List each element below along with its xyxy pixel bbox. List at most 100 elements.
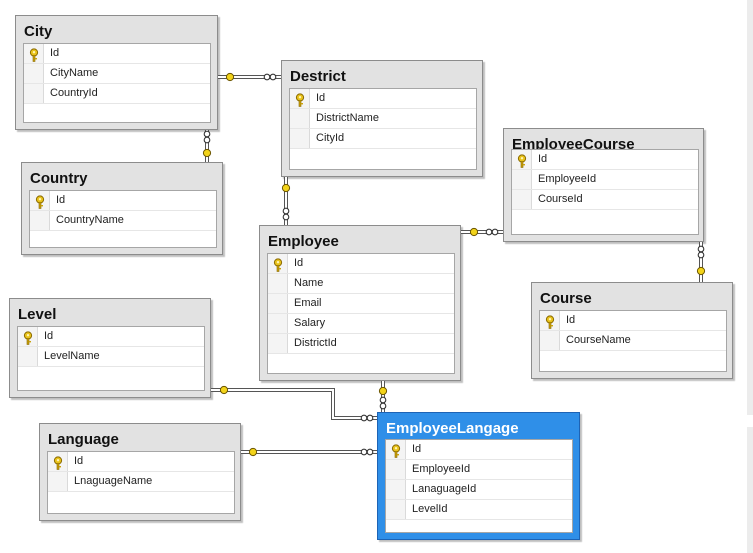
primary-key-icon <box>516 153 528 168</box>
column-row[interactable]: LevelName <box>18 347 204 367</box>
primary-key-icon <box>272 257 284 272</box>
table-title: Level <box>18 306 57 323</box>
row-selector[interactable] <box>18 347 38 366</box>
column-name: Salary <box>294 317 326 329</box>
column-row[interactable]: Id <box>24 44 210 64</box>
column-row[interactable]: CourseName <box>540 331 726 351</box>
primary-key-icon <box>390 443 402 458</box>
column-name: Id <box>44 330 54 342</box>
row-selector[interactable] <box>268 314 288 333</box>
column-row[interactable]: Email <box>268 294 454 314</box>
column-row[interactable]: CountryId <box>24 84 210 104</box>
column-name: CountryId <box>50 87 98 99</box>
column-row[interactable]: Id <box>18 327 204 347</box>
column-row[interactable]: LnaguageName <box>48 472 234 492</box>
row-selector[interactable] <box>268 294 288 313</box>
column-name: LevelId <box>412 503 448 515</box>
table-title: EmployeeLangage <box>386 420 519 437</box>
column-row[interactable]: Id <box>48 452 234 472</box>
column-row[interactable]: Id <box>512 150 698 170</box>
one-end-key-icon <box>202 148 212 158</box>
row-selector[interactable] <box>290 109 310 128</box>
row-selector[interactable] <box>512 170 532 189</box>
column-row[interactable]: CountryName <box>30 211 216 231</box>
one-end-key-icon <box>225 72 235 82</box>
relationship-employee-employeelangage[interactable] <box>378 381 388 412</box>
column-row[interactable]: Name <box>268 274 454 294</box>
row-selector[interactable] <box>386 460 406 479</box>
row-selector[interactable] <box>268 334 288 353</box>
column-row[interactable]: Id <box>268 254 454 274</box>
relationship-city-destrict[interactable] <box>218 72 281 82</box>
column-row[interactable]: LanaguageId <box>386 480 572 500</box>
column-row[interactable]: CourseId <box>512 190 698 210</box>
row-selector[interactable] <box>30 211 50 230</box>
one-end-key-icon <box>469 227 479 237</box>
column-row[interactable]: LevelId <box>386 500 572 520</box>
column-row[interactable]: EmployeeId <box>386 460 572 480</box>
column-row[interactable]: Id <box>290 89 476 109</box>
column-row[interactable]: Id <box>540 311 726 331</box>
relationship-country-city[interactable] <box>202 130 212 162</box>
scroll-edge-gap <box>747 415 753 427</box>
row-selector[interactable] <box>512 190 532 209</box>
primary-key-icon <box>22 330 34 345</box>
column-name: Email <box>294 297 322 309</box>
relationship-destrict-employee[interactable] <box>281 177 291 225</box>
column-row[interactable]: CityId <box>290 129 476 149</box>
table-title: Language <box>48 431 119 448</box>
row-selector[interactable] <box>290 129 310 148</box>
table-title: Country <box>30 170 88 187</box>
table-title: Employee <box>268 233 339 250</box>
column-row[interactable]: DistrictId <box>268 334 454 354</box>
column-row[interactable]: DistrictName <box>290 109 476 129</box>
many-end-infinity-icon <box>485 228 499 236</box>
column-name: Id <box>50 47 60 59</box>
row-selector[interactable] <box>540 331 560 350</box>
primary-key-icon <box>28 47 40 62</box>
column-row[interactable]: Id <box>386 440 572 460</box>
scroll-edge <box>747 0 753 553</box>
table-title: Destrict <box>290 68 346 85</box>
column-name: EmployeeId <box>412 463 471 475</box>
column-name: Id <box>56 194 66 206</box>
relationship-employee-employeecourse[interactable] <box>461 227 503 237</box>
many-end-infinity-icon <box>360 414 374 422</box>
column-row[interactable]: CityName <box>24 64 210 84</box>
primary-key-icon <box>52 455 64 470</box>
relationship-language-employeelangage[interactable] <box>241 447 377 457</box>
column-row[interactable]: Id <box>30 191 216 211</box>
row-selector[interactable] <box>48 472 68 491</box>
row-selector[interactable] <box>24 64 44 83</box>
column-name: CityId <box>316 132 345 144</box>
relationship-course-employeecourse[interactable] <box>696 242 706 282</box>
row-selector[interactable] <box>386 480 406 499</box>
one-end-key-icon <box>281 183 291 193</box>
primary-key-icon <box>544 314 556 329</box>
row-selector[interactable] <box>24 84 44 103</box>
column-name: CountryName <box>56 214 124 226</box>
column-name: DistrictName <box>316 112 379 124</box>
relationship-level-employeelangage[interactable] <box>211 385 377 422</box>
row-selector[interactable] <box>268 274 288 293</box>
column-row[interactable]: EmployeeId <box>512 170 698 190</box>
column-name: Id <box>316 92 326 104</box>
row-selector[interactable] <box>386 500 406 519</box>
column-row[interactable]: Salary <box>268 314 454 334</box>
